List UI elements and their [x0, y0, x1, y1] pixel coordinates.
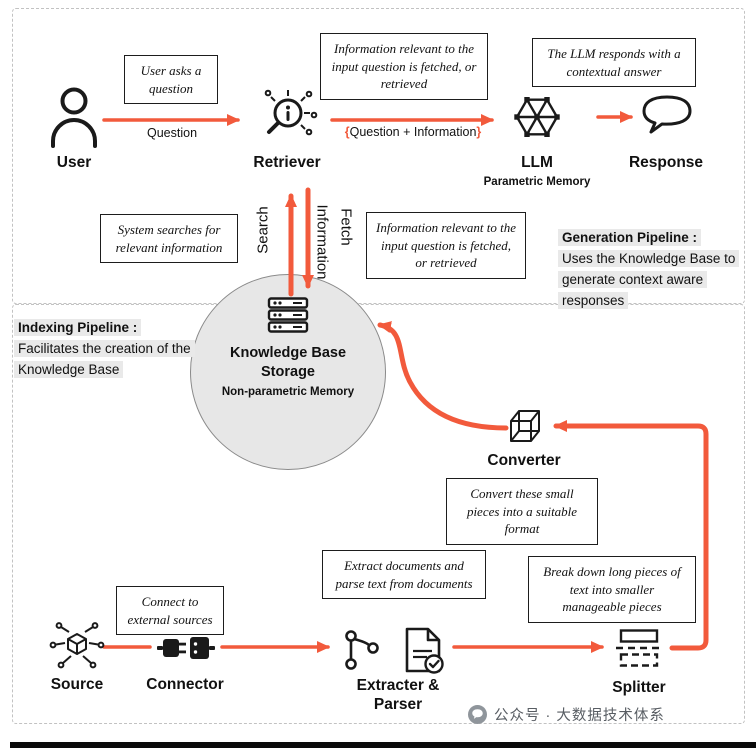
source-label: Source	[50, 676, 104, 693]
source-icon	[48, 618, 106, 674]
retriever-icon	[255, 85, 319, 149]
bottom-divider-bar	[10, 742, 756, 748]
extracter-label: Extracter & Parser	[356, 677, 440, 714]
indexing-pipeline-region	[12, 304, 745, 724]
note-llm-responds: The LLM responds with a contextual answe…	[532, 38, 696, 88]
brace-open: {	[344, 125, 350, 139]
retriever-label: Retriever	[253, 154, 321, 171]
question-information-arrow-label: {Question + Information}	[345, 125, 482, 139]
knowledge-base-icon	[266, 296, 310, 336]
generation-pipeline-title: Generation Pipeline :	[558, 229, 702, 246]
splitter-label: Splitter	[612, 679, 666, 696]
indexing-pipeline-body: Facilitates the creation of the Knowledg…	[14, 339, 195, 378]
note-info-fetched-mid: Information relevant to the input questi…	[366, 212, 526, 279]
generation-pipeline-body: Uses the Knowledge Base to generate cont…	[558, 249, 740, 309]
connector-icon	[157, 635, 215, 661]
indexing-pipeline-text: Indexing Pipeline : Facilitates the crea…	[14, 318, 195, 381]
fetch-arrow-label: Fetch	[337, 208, 355, 246]
llm-label: LLM	[521, 154, 553, 171]
note-system-searches: System searches for relevant information	[100, 214, 238, 264]
question-information-text: Question + Information	[349, 125, 477, 139]
document-check-icon	[400, 626, 446, 676]
indexing-pipeline-title: Indexing Pipeline :	[14, 319, 142, 336]
note-extract-docs: Extract documents and parse text from do…	[322, 550, 486, 600]
connector-label: Connector	[146, 676, 224, 693]
user-icon	[46, 86, 102, 148]
brace-close: }	[476, 125, 482, 139]
generation-pipeline-region	[12, 8, 745, 304]
search-arrow-label: Search	[254, 206, 272, 254]
splitter-icon	[616, 628, 662, 668]
wechat-bubble-icon	[468, 705, 487, 724]
user-label: User	[56, 154, 92, 171]
response-icon	[638, 92, 696, 140]
knowledge-base-subtitle: Non-parametric Memory	[221, 386, 355, 398]
watermark: 公众号 · 大数据技术体系	[468, 704, 665, 725]
note-info-fetched-top: Information relevant to the input questi…	[320, 33, 488, 100]
llm-sublabel: Parametric Memory	[483, 176, 591, 188]
note-convert-pieces: Convert these small pieces into a suitab…	[446, 478, 598, 545]
git-branch-icon	[342, 628, 382, 672]
question-arrow-label: Question	[146, 126, 198, 140]
note-connect-sources: Connect to external sources	[116, 586, 224, 636]
converter-icon	[506, 406, 544, 446]
information-arrow-label: Information	[313, 204, 331, 280]
note-user-asks: User asks a question	[124, 55, 218, 105]
converter-label: Converter	[487, 452, 561, 469]
watermark-text: 公众号 · 大数据技术体系	[494, 708, 665, 724]
generation-pipeline-text: Generation Pipeline : Uses the Knowledge…	[558, 228, 748, 312]
knowledge-base-title: Knowledge Base Storage	[229, 345, 347, 380]
response-label: Response	[628, 154, 704, 171]
note-break-down: Break down long pieces of text into smal…	[528, 556, 696, 623]
llm-icon	[505, 89, 569, 145]
